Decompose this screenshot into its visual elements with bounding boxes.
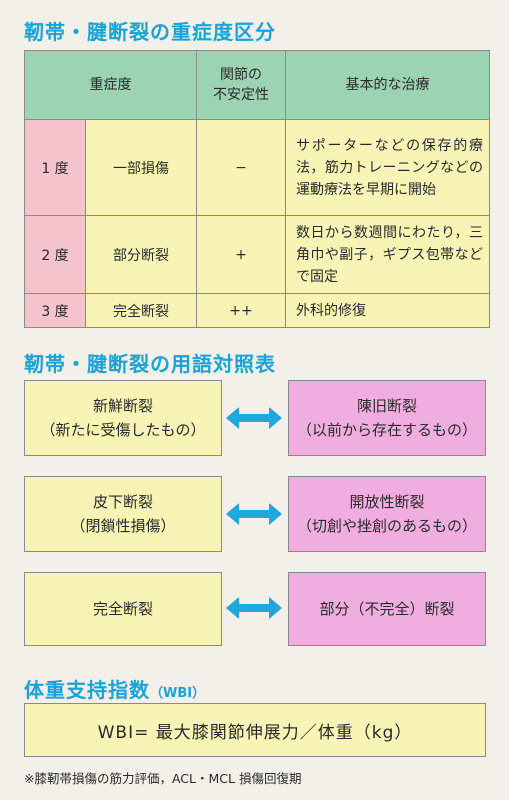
term-box-old-rupture: 陳旧断裂 （以前から存在するもの） [288, 380, 486, 456]
term-label: 新鮮断裂 [92, 397, 153, 415]
wbi-title-abbr: （WBI） [150, 686, 206, 701]
injury-name-cell: 部分断裂 [85, 215, 197, 294]
double-arrow-icon [226, 597, 282, 619]
term-box-partial-rupture: 部分（不完全）断裂 [288, 572, 486, 646]
wbi-formula-box: WBI= 最大膝関節伸展力／体重（kg） [24, 703, 486, 757]
term-note: （新たに受傷したもの） [40, 421, 206, 439]
header-instability-line2: 不安定性 [213, 87, 269, 103]
instability-cell: ++ [196, 293, 286, 328]
section-title-severity: 靭帯・腱断裂の重症度区分 [24, 20, 276, 44]
grade-cell: 1 度 [24, 119, 86, 216]
term-note: （閉鎖性損傷） [70, 517, 176, 535]
grade-cell: 2 度 [24, 215, 86, 294]
section-title-wbi: 体重支持指数（WBI） [24, 674, 205, 703]
wbi-formula: WBI= 最大膝関節伸展力／体重（kg） [97, 722, 413, 743]
term-box-fresh-rupture: 新鮮断裂 （新たに受傷したもの） [24, 380, 222, 456]
term-note: （切創や挫創のあるもの） [296, 517, 477, 535]
header-treatment: 基本的な治療 [285, 50, 490, 120]
section-title-terms: 靭帯・腱断裂の用語対照表 [24, 352, 276, 376]
instability-cell: − [196, 119, 286, 216]
injury-name-cell: 完全断裂 [85, 293, 197, 328]
table-header-row: 重症度 関節の 不安定性 基本的な治療 [24, 50, 490, 120]
instability-cell: + [196, 215, 286, 294]
term-label: 陳旧断裂 [356, 397, 417, 415]
term-box-subcutaneous-rupture: 皮下断裂 （閉鎖性損傷） [24, 476, 222, 552]
header-instability: 関節の 不安定性 [196, 50, 286, 120]
severity-table: 重症度 関節の 不安定性 基本的な治療 1 度 一部損傷 − サポーターなどの保… [24, 50, 490, 328]
double-arrow-icon [226, 407, 282, 429]
term-label: 完全断裂 [92, 600, 153, 618]
term-box-complete-rupture: 完全断裂 [24, 572, 222, 646]
injury-name-cell: 一部損傷 [85, 119, 197, 216]
double-arrow-icon [226, 503, 282, 525]
term-label: 開放性断裂 [349, 493, 425, 511]
treatment-cell: サポーターなどの保存的療法，筋力トレーニングなどの運動療法を早期に開始 [285, 119, 490, 216]
term-note: （以前から存在するもの） [296, 421, 477, 439]
term-label: 皮下断裂 [92, 493, 153, 511]
wbi-title-text: 体重支持指数 [24, 678, 150, 702]
term-box-open-rupture: 開放性断裂 （切創や挫創のあるもの） [288, 476, 486, 552]
term-label: 部分（不完全）断裂 [319, 600, 455, 618]
grade-cell: 3 度 [24, 293, 86, 328]
footnote: ※膝靭帯損傷の筋力評価，ACL・MCL 損傷回復期 [24, 771, 302, 786]
table-row: 1 度 一部損傷 − サポーターなどの保存的療法，筋力トレーニングなどの運動療法… [24, 119, 490, 216]
header-instability-line1: 関節の [220, 67, 262, 83]
treatment-cell: 外科的修復 [285, 293, 490, 328]
header-severity: 重症度 [24, 50, 197, 120]
treatment-cell: 数日から数週間にわたり，三角巾や副子，ギプス包帯などで固定 [285, 215, 490, 294]
table-row: 3 度 完全断裂 ++ 外科的修復 [24, 293, 490, 328]
table-row: 2 度 部分断裂 + 数日から数週間にわたり，三角巾や副子，ギプス包帯などで固定 [24, 215, 490, 294]
